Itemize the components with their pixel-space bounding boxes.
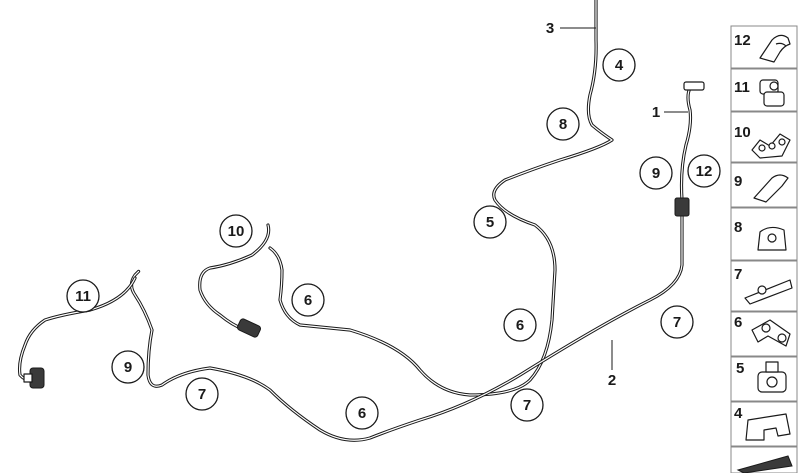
svg-text:11: 11 [75, 288, 91, 305]
label-3: 3 [546, 20, 554, 37]
parts-legend: 12 11 10 [730, 25, 798, 473]
svg-text:9: 9 [124, 359, 132, 376]
svg-text:4: 4 [734, 405, 743, 422]
hose-clip-double-icon [759, 34, 791, 63]
callout-5: 5 [473, 205, 507, 239]
legend-item-5: 5 [730, 356, 798, 402]
svg-text:7: 7 [523, 397, 531, 414]
flat-clip-icon [736, 455, 793, 473]
callout-7-left: 7 [185, 377, 219, 411]
callout-10: 10 [219, 214, 253, 248]
svg-text:6: 6 [516, 317, 524, 334]
svg-text:7: 7 [673, 314, 681, 331]
svg-text:6: 6 [358, 405, 366, 422]
svg-text:9: 9 [734, 173, 742, 190]
bracket-clip-icon [744, 279, 793, 305]
callout-7-lower: 7 [510, 388, 544, 422]
legend-item-7: 7 [730, 260, 798, 312]
double-clip-icon [751, 319, 791, 347]
pipe-line-left [17, 276, 137, 383]
svg-text:8: 8 [734, 219, 742, 236]
saddle-clip-icon [745, 413, 791, 441]
callout-8: 8 [546, 107, 580, 141]
legend-item-12: 12 [730, 25, 798, 69]
connector-center [236, 318, 262, 338]
legend-item-bottom [730, 446, 798, 473]
hose-clip-stacked-icon [759, 79, 785, 107]
pipe-clip-icon [753, 174, 789, 203]
svg-text:7: 7 [198, 386, 206, 403]
label-2: 2 [608, 372, 616, 389]
svg-text:5: 5 [736, 360, 744, 377]
callout-6-upper: 6 [291, 283, 325, 317]
svg-text:6: 6 [734, 314, 742, 331]
svg-text:9: 9 [652, 165, 660, 182]
svg-text:10: 10 [734, 124, 751, 141]
svg-text:10: 10 [228, 223, 245, 240]
screw-clamp-icon [757, 361, 787, 393]
pipe-line-upper-left [198, 223, 271, 332]
svg-text:4: 4 [615, 57, 624, 74]
svg-text:5: 5 [486, 214, 494, 231]
svg-text:12: 12 [734, 32, 751, 49]
pipe-line-1 [679, 86, 693, 202]
svg-text:8: 8 [559, 116, 567, 133]
label-1: 1 [652, 104, 660, 121]
connector-left [23, 367, 45, 389]
block-clamp-icon [757, 226, 787, 251]
callout-9-left: 9 [111, 350, 145, 384]
legend-item-6: 6 [730, 311, 798, 357]
callout-7-right: 7 [660, 305, 694, 339]
pipe-line-3 [268, 0, 614, 397]
legend-item-11: 11 [730, 68, 798, 112]
pipe-line-2 [129, 213, 684, 442]
callout-6-middle: 6 [503, 308, 537, 342]
callout-6-lower: 6 [345, 396, 379, 430]
callout-4: 4 [602, 48, 636, 82]
legend-item-9: 9 [730, 162, 798, 208]
legend-item-10: 10 [730, 111, 798, 163]
svg-text:12: 12 [696, 163, 713, 180]
svg-text:7: 7 [734, 266, 742, 283]
svg-text:6: 6 [304, 292, 312, 309]
callout-9-right: 9 [639, 156, 673, 190]
triple-clip-icon [751, 133, 791, 159]
callout-12: 12 [687, 154, 721, 188]
svg-text:11: 11 [734, 79, 750, 96]
legend-item-8: 8 [730, 207, 798, 261]
legend-item-4: 4 [730, 401, 798, 447]
callout-11: 11 [66, 279, 100, 313]
connector-right [674, 81, 705, 217]
